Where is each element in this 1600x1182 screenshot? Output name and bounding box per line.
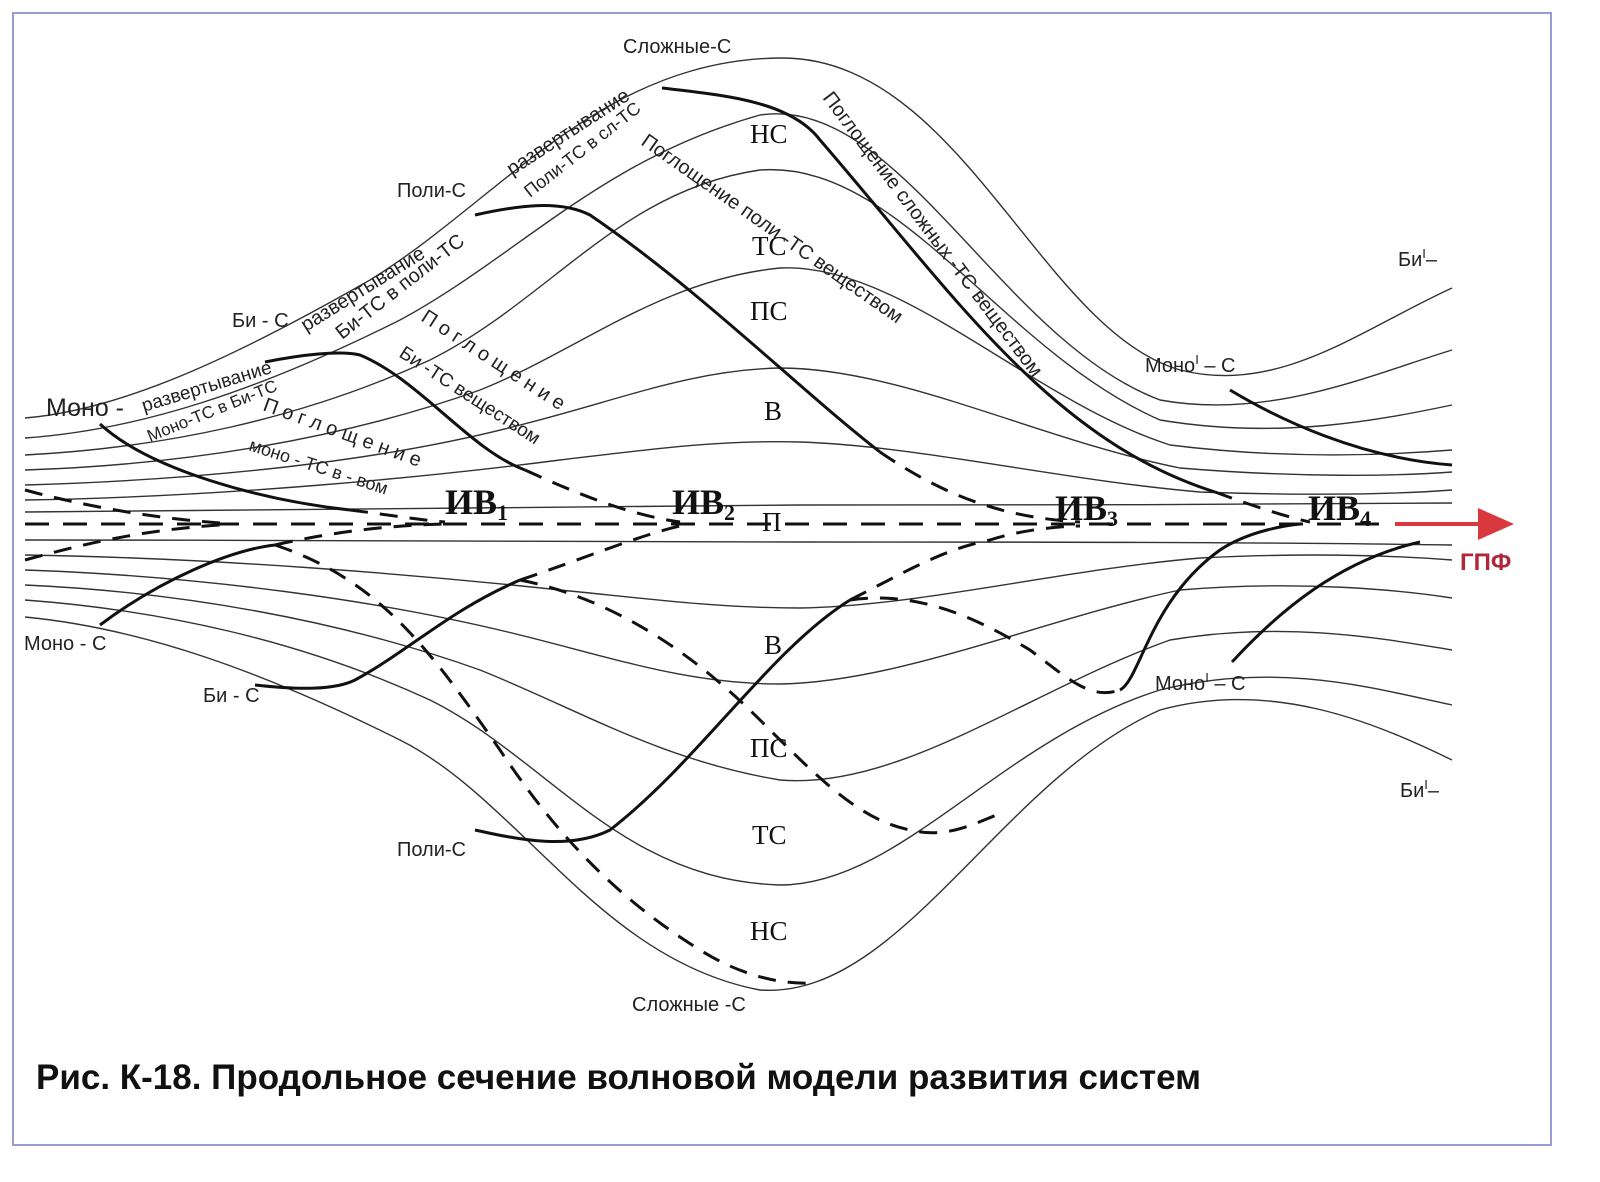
wave-line: [24, 57, 1453, 419]
label-slozhnye-top: Сложные-С: [623, 36, 731, 58]
iv-3: ИВ3: [1055, 488, 1118, 531]
curve-mono1-bottom-a: [1119, 522, 1301, 692]
dash-slozh-top: [1214, 490, 1311, 524]
label-mono1-top: МоноI – С: [1145, 352, 1236, 377]
figure-caption: Рис. К-18. Продольное сечение волновой м…: [36, 1058, 1201, 1097]
iv-4: ИВ4: [1308, 488, 1371, 531]
label-bi1-bottom: БиI–: [1400, 777, 1440, 802]
wave-line: [24, 599, 1453, 886]
zone-ns-lower: НС: [750, 916, 788, 946]
iv-1: ИВ1: [445, 482, 508, 525]
curve-bi-top: [264, 351, 526, 472]
curve-bi-bottom: [254, 578, 521, 690]
wave-line: [24, 169, 1453, 456]
zone-p-center: П: [762, 507, 782, 537]
label-mono1-bottom: МоноI – С: [1155, 670, 1246, 695]
dash-mono-lower-a: [274, 543, 816, 985]
dash-bi-top: [524, 468, 681, 524]
zone-ts-lower: ТС: [752, 820, 787, 850]
wave-line: [24, 502, 1453, 513]
label-poli-top: Поли-С: [397, 180, 466, 202]
wave-line: [24, 554, 1453, 609]
wave-line: [24, 539, 1453, 546]
label-slozhnye-bottom: Сложные -С: [632, 994, 746, 1016]
lower-wave-lines: [24, 539, 1453, 991]
node-labels: Моно - Би - С Поли-С Сложные-С Моно - С …: [24, 36, 1511, 1016]
curve-poli-top: [474, 204, 881, 454]
label-bi1-top: БиI–: [1398, 246, 1438, 271]
wave-line: [24, 267, 1453, 471]
zone-v-lower: В: [764, 630, 782, 660]
transition-curves: [98, 86, 1453, 844]
curve-mono1-bottom-b: [1230, 540, 1421, 664]
zone-ns-upper: НС: [750, 119, 788, 149]
iv-labels: ИВ1 ИВ2 ИВ3 ИВ4: [445, 482, 1371, 531]
zone-ps-upper: ПС: [750, 296, 788, 326]
dash-poli-lower: [849, 524, 1081, 602]
dash-bi-lower-a: [519, 578, 1006, 835]
zone-v-upper: В: [764, 396, 782, 426]
curve-mono1-top: [1229, 388, 1453, 467]
label-bi-top: Би - С: [232, 310, 289, 332]
dash-left-bottom: [24, 523, 221, 562]
dash-mono-top: [349, 508, 446, 524]
zone-ps-lower: ПС: [750, 733, 788, 763]
label-bi-bottom: Би - С: [203, 685, 260, 707]
curve-mono-bottom: [99, 543, 276, 627]
curve-slozh-top: [661, 86, 1216, 494]
label-mono-top: Моно -: [46, 394, 124, 422]
label-mono-bottom: Моно - С: [24, 633, 106, 655]
dash-bi-lower: [519, 524, 681, 582]
wave-line: [24, 569, 1453, 685]
rotated-annotations: развертывание Моно-ТС в Би-ТС развертыва…: [139, 85, 1046, 499]
dash-left-top: [24, 488, 221, 525]
text-pogl-bi2: Би -ТС веществом: [395, 343, 544, 450]
dashed-curves: [24, 450, 1311, 985]
label-poli-bottom: Поли-С: [397, 839, 466, 861]
iv-2: ИВ2: [672, 482, 735, 525]
wave-line: [24, 584, 1453, 782]
dash-center-left: [274, 522, 446, 547]
figure-frame: [12, 12, 1552, 1146]
zone-ts-upper: ТС: [752, 231, 787, 261]
label-gpf: ГПФ: [1460, 549, 1511, 576]
wave-line: [24, 441, 1453, 501]
wave-line: [24, 113, 1453, 439]
dash-poli-top: [879, 450, 1081, 524]
curve-poli-bottom: [474, 598, 851, 844]
text-pogl-slozh: Поглощение сложных -ТС веществом: [818, 88, 1047, 382]
curve-mono-top: [98, 422, 351, 512]
zone-labels-upper: НС ТС ПС В: [750, 119, 788, 426]
zone-labels-lower: В ПС ТС НС: [750, 630, 788, 946]
upper-wave-lines: [24, 57, 1453, 513]
